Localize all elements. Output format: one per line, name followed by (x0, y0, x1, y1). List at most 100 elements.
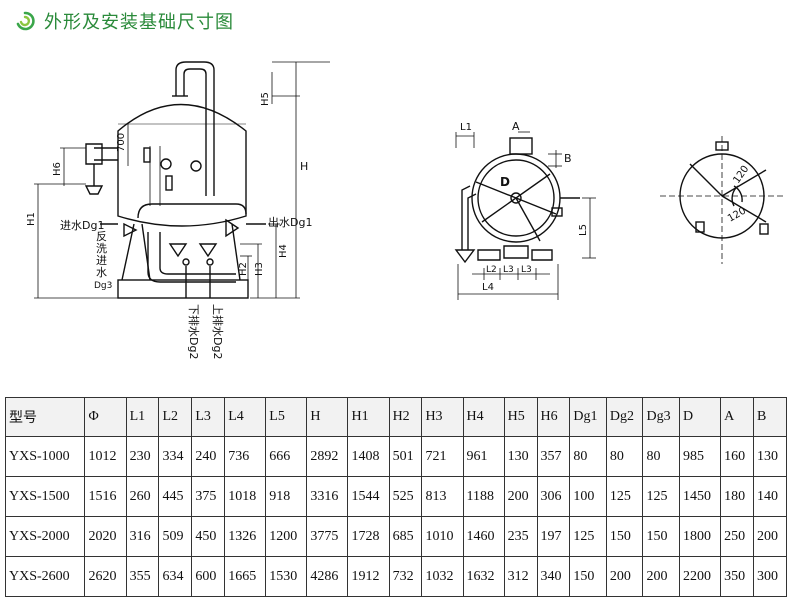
col-header: B (752, 397, 788, 437)
col-header: D (679, 397, 722, 437)
table-cell: 250 (720, 516, 754, 557)
table-cell: 160 (720, 436, 754, 477)
label-inlet: 进水Dg1 (60, 219, 104, 232)
table-cell: 509 (158, 516, 193, 557)
table-cell: 666 (265, 436, 308, 477)
table-cell: 80 (605, 436, 644, 477)
label-backwash-4: 水 (96, 266, 107, 279)
table-cell: 150 (605, 516, 644, 557)
table-cell: 80 (569, 436, 607, 477)
label-angle-1: 120 (731, 164, 751, 186)
top-view (454, 137, 580, 264)
table-cell: 1450 (679, 476, 722, 517)
table-cell: 300 (752, 556, 788, 597)
col-header: Dg1 (569, 397, 607, 437)
col-header: L5 (265, 397, 308, 437)
table-row: YXS-2600 2620 355 634 600 1665 1530 4286… (4, 556, 788, 597)
label-L3-b: L3 (521, 265, 532, 275)
table-cell: 125 (642, 476, 681, 517)
table-cell: 1200 (265, 516, 308, 557)
table-cell: 3775 (306, 516, 349, 557)
table-body: YXS-1000 1012 230 334 240 736 666 2892 1… (4, 436, 788, 597)
table-cell: 2200 (679, 556, 722, 597)
table-cell: 312 (503, 556, 538, 597)
table-cell: 150 (569, 556, 607, 597)
table-cell: YXS-2000 (4, 516, 86, 557)
label-angle-2: 120 (726, 206, 748, 225)
table-cell: 450 (191, 516, 226, 557)
table-cell: 1408 (347, 436, 390, 477)
label-L5: L5 (578, 224, 589, 236)
table-cell: 1010 (421, 516, 464, 557)
label-B: B (564, 152, 572, 165)
table-cell: 1012 (84, 436, 127, 477)
table-cell: 197 (536, 516, 571, 557)
table-cell: 130 (752, 436, 788, 477)
col-header: L2 (158, 397, 193, 437)
table-cell: 445 (158, 476, 193, 517)
table-cell: 130 (503, 436, 538, 477)
table-cell: 180 (720, 476, 754, 517)
table-cell: 501 (388, 436, 423, 477)
label-A: A (512, 120, 520, 133)
col-header: L1 (125, 397, 160, 437)
table-cell: 2892 (306, 436, 349, 477)
label-H4: H4 (278, 244, 289, 258)
table-cell: 4286 (306, 556, 349, 597)
table-cell: 334 (158, 436, 193, 477)
front-view (84, 61, 266, 299)
table-cell: 1530 (265, 556, 308, 597)
table-cell: 260 (125, 476, 160, 517)
label-H3: H3 (254, 262, 265, 276)
table-cell: 1188 (462, 476, 505, 517)
table-cell: 813 (421, 476, 464, 517)
table-cell: 918 (265, 476, 308, 517)
table-cell: 1516 (84, 476, 127, 517)
table-cell: 355 (125, 556, 160, 597)
table-cell: 685 (388, 516, 423, 557)
label-H5: H5 (260, 92, 271, 106)
label-dim-700: 700 (116, 133, 127, 152)
label-H6: H6 (52, 162, 63, 176)
table-cell: 200 (642, 556, 681, 597)
table-cell: 1912 (347, 556, 390, 597)
table-cell: 100 (569, 476, 607, 517)
table-cell: YXS-2600 (4, 556, 86, 597)
table-cell: 1665 (224, 556, 267, 597)
page-title: 外形及安装基础尺寸图 (44, 12, 234, 33)
label-L2: L2 (486, 265, 497, 275)
col-header: A (720, 397, 754, 437)
col-header: H4 (462, 397, 505, 437)
table-cell: 1460 (462, 516, 505, 557)
label-bottom-drain: 下排水Dg2 (187, 304, 201, 359)
col-header: H6 (536, 397, 571, 437)
table-cell: 235 (503, 516, 538, 557)
dimension-drawing: 进水Dg1 出水Dg1 反 洗 进 水 Dg3 下排水Dg2 上排水Dg2 70… (26, 61, 786, 359)
label-backwash-dg: Dg3 (94, 281, 112, 291)
table-cell: 375 (191, 476, 226, 517)
label-backwash-2: 洗 (96, 242, 107, 255)
col-header: L3 (191, 397, 226, 437)
table-row: YXS-2000 2020 316 509 450 1326 1200 3775… (4, 516, 788, 557)
table-cell: 125 (605, 476, 644, 517)
page-title-row: 外形及安装基础尺寸图 (14, 6, 234, 36)
col-header: Φ (84, 397, 127, 437)
label-L3-a: L3 (503, 265, 514, 275)
col-header: H2 (388, 397, 423, 437)
table-cell: 357 (536, 436, 571, 477)
table-cell: 600 (191, 556, 226, 597)
table-cell: 140 (752, 476, 788, 517)
col-header: H (306, 397, 349, 437)
table-cell: 961 (462, 436, 505, 477)
table-cell: 1728 (347, 516, 390, 557)
col-header: 型号 (4, 397, 86, 437)
table-cell: 230 (125, 436, 160, 477)
label-backwash-1: 反 (96, 230, 107, 243)
table-cell: 316 (125, 516, 160, 557)
label-H1: H1 (26, 212, 37, 226)
table-cell: 200 (752, 516, 788, 557)
table-cell: 240 (191, 436, 226, 477)
table-cell: 125 (569, 516, 607, 557)
label-L1: L1 (460, 122, 472, 133)
table-cell: 80 (642, 436, 681, 477)
